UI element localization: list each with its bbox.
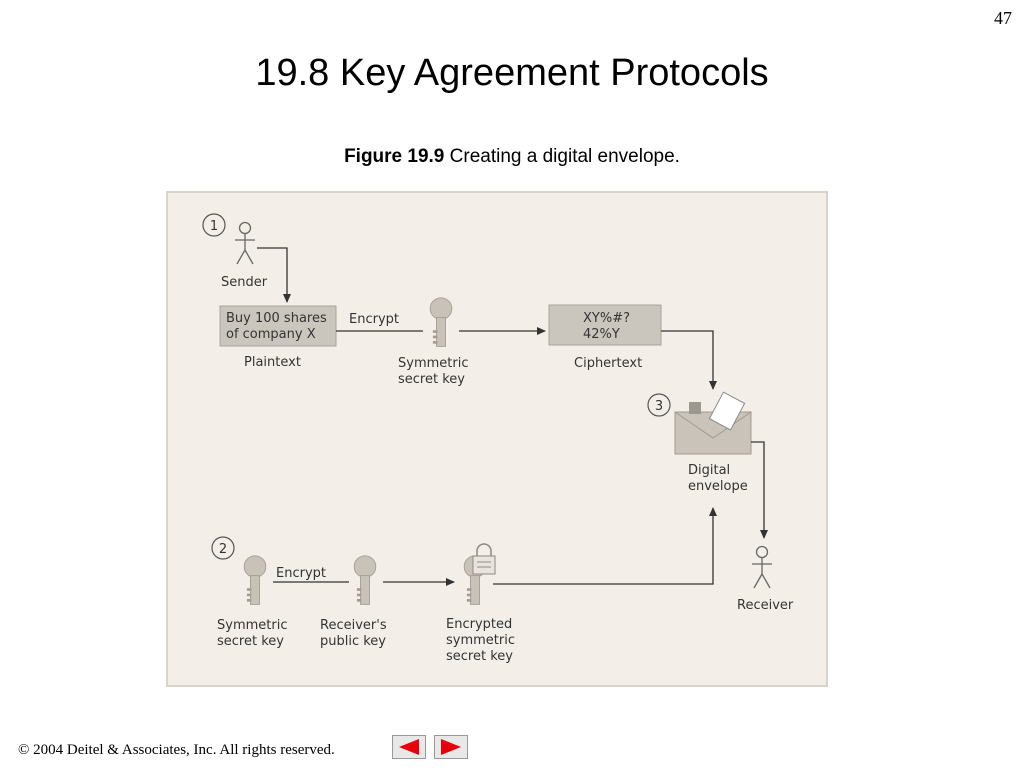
public-key-line-1: Receiver's (320, 618, 387, 633)
svg-text:2: 2 (219, 542, 227, 557)
cipher-line-2: 42%Y (583, 327, 620, 342)
sender-to-plaintext-arrow (257, 247, 291, 303)
svg-text:1: 1 (210, 219, 218, 234)
ciphertext-to-envelope-arrow (661, 330, 717, 390)
encrypted-key-icon (463, 543, 496, 605)
symmetric-key-top-line-1: Symmetric (398, 356, 468, 371)
receiver-person-icon (752, 545, 772, 589)
cipher-line-1: XY%#? (583, 311, 630, 326)
figure-label: Figure 19.9 (344, 146, 445, 167)
sender-person-icon (235, 221, 255, 265)
sender-label: Sender (221, 275, 268, 290)
symmetric-key-bottom-line-2: secret key (217, 634, 284, 649)
encrypt-top-label: Encrypt (349, 312, 399, 327)
slide-title: 19.8 Key Agreement Protocols (255, 52, 769, 94)
symmetric-key-bottom-line-1: Symmetric (217, 618, 287, 633)
encrypted-key-line-1: Encrypted (446, 617, 512, 632)
message-line-2: of company X (226, 327, 316, 342)
figure-caption-text: Creating a digital envelope. (449, 146, 680, 167)
envelope-line-2: envelope (688, 479, 748, 494)
figure-caption: Figure 19.9 Creating a digital envelope. (0, 146, 1024, 168)
encrypt-bottom-label: Encrypt (276, 566, 326, 581)
envelope-line-1: Digital (688, 463, 730, 478)
encrypted-key-line-2: symmetric (446, 633, 515, 648)
symmetric-key-top-line-2: secret key (398, 372, 465, 387)
encrypted-key-line-3: secret key (446, 649, 513, 664)
page-number: 47 (994, 8, 1012, 28)
envelope-to-receiver-arrow (751, 441, 768, 539)
message-line-1: Buy 100 shares (226, 311, 327, 326)
plaintext-label: Plaintext (244, 355, 301, 370)
digital-envelope-diagram: 1 Sender Buy 100 shares of company X Pla… (165, 190, 829, 688)
ciphertext-box (548, 304, 662, 346)
ciphertext-label: Ciphertext (574, 356, 642, 371)
next-slide-icon (441, 739, 461, 755)
step-3-badge: 3 (647, 393, 671, 417)
step-2-badge: 2 (211, 536, 235, 560)
encrypted-key-to-envelope-arrow (493, 507, 717, 585)
digital-envelope-icon (674, 391, 752, 455)
public-key-line-2: public key (320, 634, 386, 649)
copyright-footer: © 2004 Deitel & Associates, Inc. All rig… (18, 742, 335, 758)
previous-slide-icon (399, 739, 419, 755)
previous-slide-button[interactable] (392, 735, 426, 759)
next-slide-button[interactable] (434, 735, 468, 759)
plaintext-box (219, 305, 337, 347)
step-1-badge: 1 (202, 213, 226, 237)
svg-text:3: 3 (655, 399, 663, 414)
receiver-label: Receiver (737, 598, 794, 613)
